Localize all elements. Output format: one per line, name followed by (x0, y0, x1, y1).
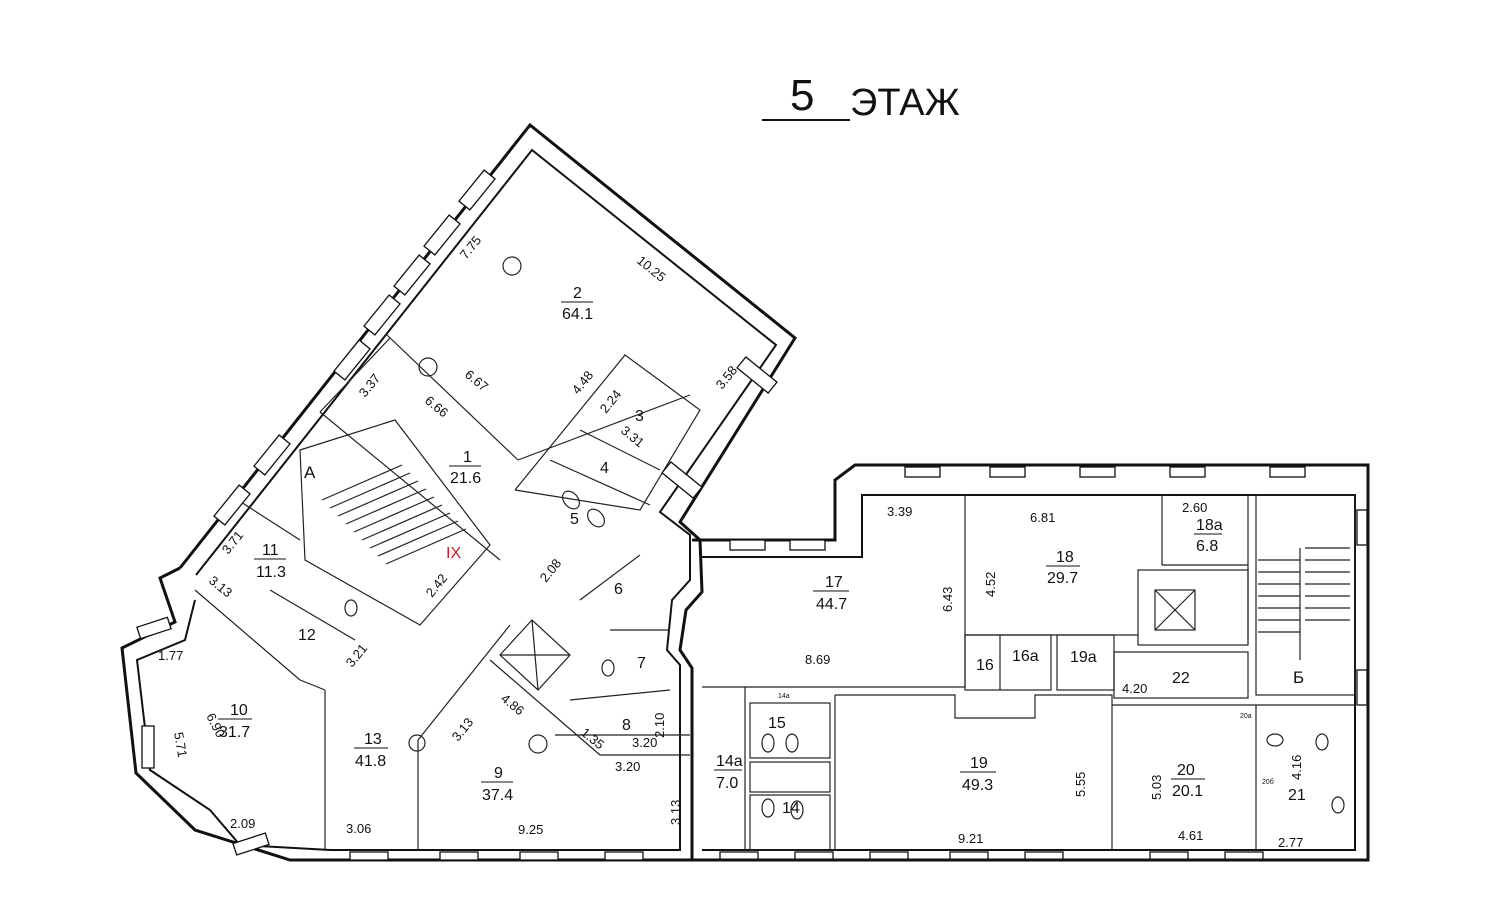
dimension: 3.39 (887, 504, 912, 519)
dimension: 6.66 (422, 393, 451, 421)
tiny-room-label: 20б (1262, 778, 1274, 786)
column-marker (502, 256, 522, 276)
dimension: 4.52 (983, 572, 998, 597)
room-number: 22 (1172, 670, 1190, 687)
dimension: 2.08 (537, 556, 565, 585)
room-area: 11.3 (256, 564, 286, 581)
stair-steps-a (321, 464, 467, 565)
dimension: 6.43 (940, 587, 955, 612)
dimension: 1.77 (158, 648, 183, 663)
room-number: 16 (976, 657, 994, 674)
room-number: 19 (970, 755, 988, 772)
dimension: 5.03 (1149, 775, 1164, 800)
floor-word: ЭТАЖ (850, 82, 960, 124)
room-area: 21.6 (450, 470, 481, 487)
room-area: 6.8 (1196, 538, 1218, 555)
tiny-room-label: 14а (778, 693, 790, 700)
right-wing-windows (729, 466, 1368, 706)
sanitary-fixtures (344, 490, 1345, 820)
right-wing-walls (692, 463, 1370, 862)
room-number: 15 (768, 715, 786, 732)
column-marker (418, 357, 438, 377)
stair-label-b: Б (1293, 668, 1304, 687)
room-number: 4 (600, 460, 609, 477)
room-area: 7.0 (716, 775, 738, 792)
room-number: 6 (614, 581, 623, 598)
columns (408, 256, 548, 754)
dimension: 3.13 (668, 800, 683, 825)
room-number: 13 (364, 731, 382, 748)
dimension: 7.75 (457, 233, 485, 262)
dimension: 4.20 (1122, 681, 1147, 696)
room-number: 8 (622, 717, 631, 734)
dimension: 3.06 (346, 821, 371, 836)
room-number: 21 (1288, 787, 1306, 804)
room-number: 17 (825, 574, 843, 591)
room-number: 3 (635, 408, 644, 425)
dimension: 3.37 (356, 371, 384, 400)
column-marker (408, 734, 426, 752)
tiny-labels: 14а 20а 20б (778, 693, 1274, 786)
room-number: 19а (1070, 649, 1097, 666)
dimension: 4.61 (1178, 828, 1203, 843)
room-number: 11 (262, 542, 279, 559)
floor-number: 5 (790, 71, 814, 120)
dimension: 3.71 (219, 528, 247, 557)
room-area: 29.7 (1047, 570, 1078, 587)
stair-steps-b (1258, 547, 1350, 660)
dimension: 8.69 (805, 652, 830, 667)
left-wing-walls (120, 122, 797, 862)
room-number: 14 (782, 800, 800, 817)
dimension: 2.77 (1278, 835, 1303, 850)
dimension: 3.13 (206, 573, 235, 601)
room-number: 5 (570, 511, 579, 528)
dimension: 6.67 (462, 367, 491, 395)
room-area: 41.8 (355, 753, 386, 770)
dimension: 6.81 (1030, 510, 1055, 525)
room-number: 7 (637, 655, 646, 672)
dimension: 3.20 (632, 735, 657, 750)
room-labels: 2 64.1 1 21.6 3 4 5 6 7 8 9 37.4 10 31.7… (218, 285, 1306, 817)
dimension: 3.58 (713, 363, 741, 392)
dimension: 4.48 (569, 368, 597, 397)
room-number: 18 (1056, 549, 1074, 566)
dimension: 10.25 (634, 253, 669, 285)
dimension: 5.71 (171, 731, 190, 759)
room-area: 64.1 (562, 306, 593, 323)
room-number: 2 (573, 285, 582, 302)
room-area: 31.7 (219, 724, 250, 741)
dimension: 2.24 (597, 387, 625, 416)
dimension: 5.55 (1073, 772, 1088, 797)
floor-title: 5 ЭТАЖ (762, 71, 960, 124)
tiny-room-label: 20а (1240, 713, 1252, 720)
stair-label-a: А (304, 463, 316, 482)
dimension: 3.21 (343, 641, 371, 670)
room-number: 20 (1177, 762, 1195, 779)
dimension: 2.10 (652, 713, 667, 738)
dimension: 3.31 (618, 423, 647, 451)
room-number: 9 (494, 765, 503, 782)
column-marker (528, 734, 548, 754)
dimension: 2.09 (230, 816, 255, 831)
room-number: 14а (716, 753, 743, 770)
room-area: 37.4 (482, 787, 513, 804)
dimension: 3.20 (615, 759, 640, 774)
room-area: 20.1 (1172, 783, 1203, 800)
room-number: 18а (1196, 517, 1223, 534)
room-number: 1 (463, 449, 472, 466)
section-number: IX (446, 545, 461, 562)
dimension: 9.21 (958, 831, 983, 846)
room-number: 10 (230, 702, 248, 719)
room-number: 12 (298, 627, 316, 644)
left-wing-windows (136, 169, 778, 856)
dimension: 4.16 (1289, 755, 1304, 780)
dimension: 9.25 (518, 822, 543, 837)
room-area: 44.7 (816, 596, 847, 613)
room-area: 49.3 (962, 777, 993, 794)
dimension: 4.86 (498, 691, 527, 719)
room-number: 16а (1012, 648, 1039, 665)
dimension: 3.13 (449, 715, 477, 744)
dimension: 2.60 (1182, 500, 1207, 515)
